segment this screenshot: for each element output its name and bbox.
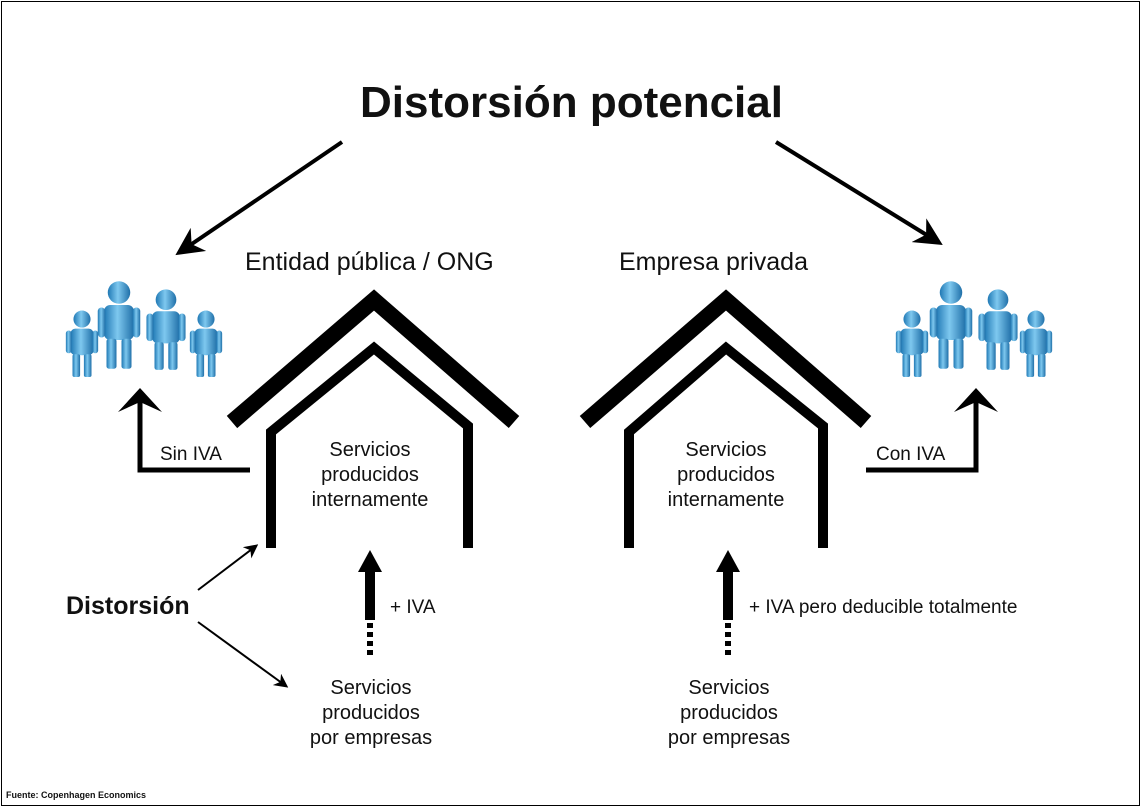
output-arrow-right (866, 398, 979, 473)
title-arrow-left (175, 140, 344, 256)
distortion-arrow-down (197, 621, 289, 688)
private-supplier-line-1: Servicios (688, 677, 770, 699)
people-group-icon-left (65, 281, 223, 378)
public-house-line-2: producidos (321, 464, 419, 486)
input-arrow-left (358, 550, 382, 655)
people-group-icon-right (895, 281, 1053, 378)
title-arrow-right (774, 140, 943, 245)
diagram-title: Distorsión potencial (360, 78, 783, 127)
source-note: Fuente: Copenhagen Economics (6, 790, 147, 800)
public-supplier-line-1: Servicios (330, 677, 412, 699)
private-supplier-line-2: producidos (680, 702, 778, 724)
distortion-label: Distorsión (66, 592, 190, 620)
private-input-label: + IVA pero deducible totalmente (749, 597, 1018, 618)
output-arrow-left (137, 398, 250, 473)
public-supplier-line-2: producidos (322, 702, 420, 724)
private-supplier-text: Servicios producidos por empresas (654, 676, 804, 751)
public-supplier-line-3: por empresas (309, 727, 433, 749)
input-arrow-right (716, 550, 740, 655)
distortion-arrow-up (197, 544, 259, 591)
private-house-line-1: Servicios (685, 439, 767, 461)
private-house-line-2: producidos (677, 464, 775, 486)
private-output-label: Con IVA (876, 444, 946, 465)
house-icon-public (226, 289, 520, 548)
house-icon-private (579, 289, 872, 548)
public-house-line-3: internamente (311, 489, 429, 511)
private-company-heading: Empresa privada (619, 248, 808, 276)
private-supplier-line-3: por empresas (667, 727, 791, 749)
private-house-text: Servicios producidos internamente (646, 438, 806, 513)
public-house-text: Servicios producidos internamente (290, 438, 450, 513)
public-output-label: Sin IVA (160, 444, 222, 465)
public-supplier-text: Servicios producidos por empresas (296, 676, 446, 751)
public-input-label: + IVA (390, 597, 436, 618)
private-house-line-3: internamente (667, 489, 785, 511)
public-entity-heading: Entidad pública / ONG (245, 248, 494, 276)
public-house-line-1: Servicios (329, 439, 411, 461)
